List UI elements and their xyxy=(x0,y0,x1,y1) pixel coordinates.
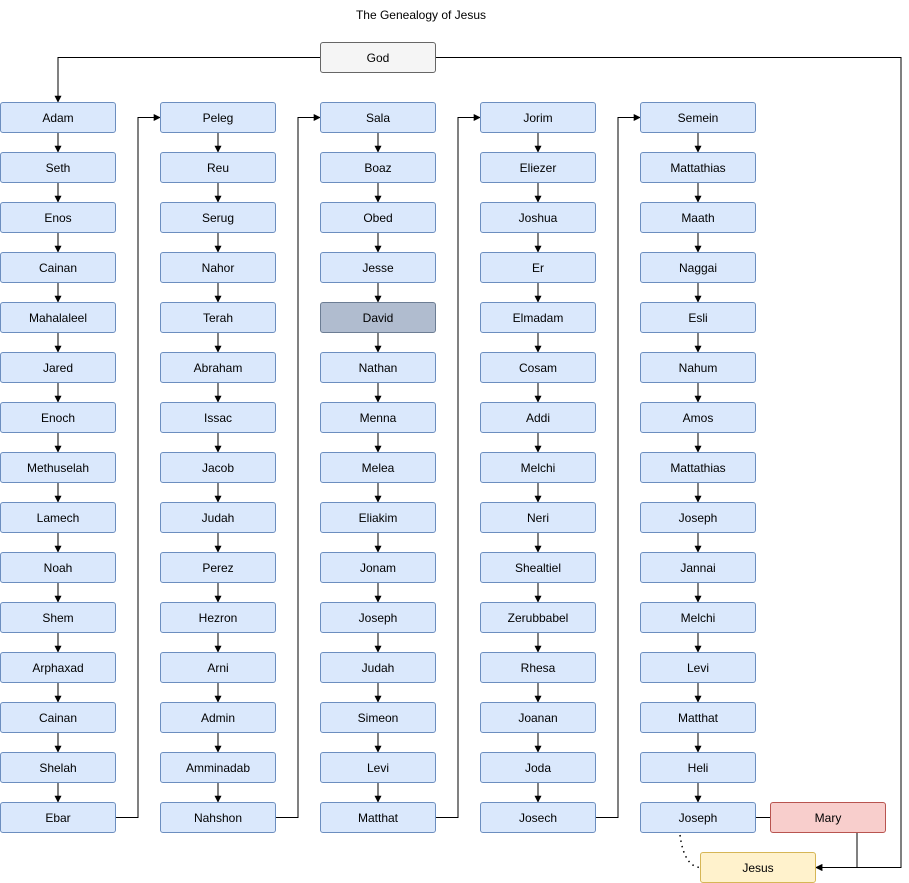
node-jacob[interactable]: Jacob xyxy=(160,452,276,483)
node-mary[interactable]: Mary xyxy=(770,802,886,833)
node-addi[interactable]: Addi xyxy=(480,402,596,433)
diagram-title: The Genealogy of Jesus xyxy=(355,8,487,22)
node-melchi[interactable]: Melchi xyxy=(480,452,596,483)
column-connector xyxy=(276,114,321,818)
node-melea[interactable]: Melea xyxy=(320,452,436,483)
node-eliakim[interactable]: Eliakim xyxy=(320,502,436,533)
node-arni[interactable]: Arni xyxy=(160,652,276,683)
node-naggai[interactable]: Naggai xyxy=(640,252,756,283)
node-eliezer[interactable]: Eliezer xyxy=(480,152,596,183)
node-abraham[interactable]: Abraham xyxy=(160,352,276,383)
node-hezron[interactable]: Hezron xyxy=(160,602,276,633)
node-maath[interactable]: Maath xyxy=(640,202,756,233)
node-joanan[interactable]: Joanan xyxy=(480,702,596,733)
node-god[interactable]: God xyxy=(320,42,436,73)
node-jesus[interactable]: Jesus xyxy=(700,852,816,883)
node-noah[interactable]: Noah xyxy=(0,552,116,583)
node-jannai[interactable]: Jannai xyxy=(640,552,756,583)
node-ebar[interactable]: Ebar xyxy=(0,802,116,833)
node-enoch[interactable]: Enoch xyxy=(0,402,116,433)
column-connector xyxy=(436,114,481,818)
node-nahshon[interactable]: Nahshon xyxy=(160,802,276,833)
node-joseph[interactable]: Joseph xyxy=(320,602,436,633)
node-nahor[interactable]: Nahor xyxy=(160,252,276,283)
node-sala[interactable]: Sala xyxy=(320,102,436,133)
node-david[interactable]: David xyxy=(320,302,436,333)
joseph-jesus-dotted xyxy=(679,834,701,869)
node-levi[interactable]: Levi xyxy=(640,652,756,683)
node-reu[interactable]: Reu xyxy=(160,152,276,183)
node-joda[interactable]: Joda xyxy=(480,752,596,783)
node-peleg[interactable]: Peleg xyxy=(160,102,276,133)
node-jorim[interactable]: Jorim xyxy=(480,102,596,133)
node-heli[interactable]: Heli xyxy=(640,752,756,783)
node-nahum[interactable]: Nahum xyxy=(640,352,756,383)
node-cainan[interactable]: Cainan xyxy=(0,252,116,283)
node-josech[interactable]: Josech xyxy=(480,802,596,833)
node-enos[interactable]: Enos xyxy=(0,202,116,233)
node-arphaxad[interactable]: Arphaxad xyxy=(0,652,116,683)
node-serug[interactable]: Serug xyxy=(160,202,276,233)
node-jonam[interactable]: Jonam xyxy=(320,552,436,583)
node-menna[interactable]: Menna xyxy=(320,402,436,433)
node-judah[interactable]: Judah xyxy=(160,502,276,533)
node-mattathias[interactable]: Mattathias xyxy=(640,452,756,483)
node-lamech[interactable]: Lamech xyxy=(0,502,116,533)
node-boaz[interactable]: Boaz xyxy=(320,152,436,183)
node-esli[interactable]: Esli xyxy=(640,302,756,333)
node-admin[interactable]: Admin xyxy=(160,702,276,733)
node-mattathias[interactable]: Mattathias xyxy=(640,152,756,183)
node-shem[interactable]: Shem xyxy=(0,602,116,633)
node-semein[interactable]: Semein xyxy=(640,102,756,133)
node-rhesa[interactable]: Rhesa xyxy=(480,652,596,683)
node-melchi[interactable]: Melchi xyxy=(640,602,756,633)
node-cosam[interactable]: Cosam xyxy=(480,352,596,383)
node-amos[interactable]: Amos xyxy=(640,402,756,433)
node-jared[interactable]: Jared xyxy=(0,352,116,383)
node-amminadab[interactable]: Amminadab xyxy=(160,752,276,783)
node-simeon[interactable]: Simeon xyxy=(320,702,436,733)
node-obed[interactable]: Obed xyxy=(320,202,436,233)
node-levi[interactable]: Levi xyxy=(320,752,436,783)
node-adam[interactable]: Adam xyxy=(0,102,116,133)
column-connector xyxy=(116,114,161,818)
node-shealtiel[interactable]: Shealtiel xyxy=(480,552,596,583)
node-joseph[interactable]: Joseph xyxy=(640,802,756,833)
node-shelah[interactable]: Shelah xyxy=(0,752,116,783)
node-judah[interactable]: Judah xyxy=(320,652,436,683)
node-issac[interactable]: Issac xyxy=(160,402,276,433)
node-zerubbabel[interactable]: Zerubbabel xyxy=(480,602,596,633)
node-matthat[interactable]: Matthat xyxy=(640,702,756,733)
node-nathan[interactable]: Nathan xyxy=(320,352,436,383)
node-neri[interactable]: Neri xyxy=(480,502,596,533)
node-elmadam[interactable]: Elmadam xyxy=(480,302,596,333)
node-joshua[interactable]: Joshua xyxy=(480,202,596,233)
node-terah[interactable]: Terah xyxy=(160,302,276,333)
node-perez[interactable]: Perez xyxy=(160,552,276,583)
node-matthat[interactable]: Matthat xyxy=(320,802,436,833)
node-mahalaleel[interactable]: Mahalaleel xyxy=(0,302,116,333)
god-to-jesus xyxy=(436,57,902,871)
column-connector xyxy=(596,114,641,818)
node-joseph[interactable]: Joseph xyxy=(640,502,756,533)
node-seth[interactable]: Seth xyxy=(0,152,116,183)
god-to-adam xyxy=(54,57,320,103)
node-er[interactable]: Er xyxy=(480,252,596,283)
mary-to-jesus xyxy=(815,833,858,871)
node-jesse[interactable]: Jesse xyxy=(320,252,436,283)
node-cainan[interactable]: Cainan xyxy=(0,702,116,733)
node-methuselah[interactable]: Methuselah xyxy=(0,452,116,483)
